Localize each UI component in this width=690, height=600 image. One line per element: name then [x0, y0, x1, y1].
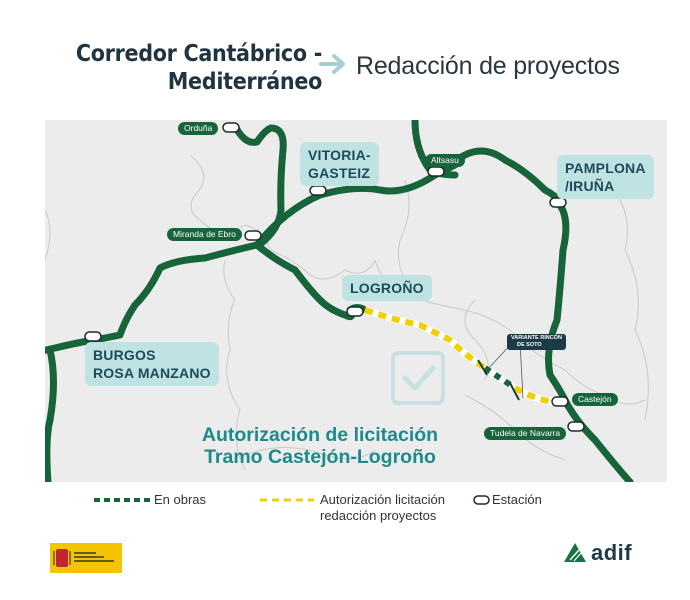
legend-estacion: Estación	[472, 492, 542, 508]
station-orduna[interactable]: Orduña	[178, 122, 219, 135]
tender-authorization-caption: Autorización de licitación Tramo Castejó…	[201, 424, 439, 468]
city-vitoria[interactable]: VITORIA- GASTEIZ	[300, 142, 379, 186]
variante-rincon-de-soto-label[interactable]: VARIANTE RINCÓN DE SOTO	[507, 334, 566, 350]
city-pamplona[interactable]: PAMPLONA /IRUÑA	[557, 155, 654, 199]
map-lines	[45, 120, 649, 482]
title-line-1: Corredor Cantábrico -	[75, 41, 322, 67]
legend-en-obras: En obras	[92, 492, 206, 508]
dashed-green-line-icon	[94, 498, 150, 502]
legend-autorizacion: Autorización licitación redacción proyec…	[258, 492, 445, 524]
station-markers	[84, 122, 585, 432]
railway-map: VITORIA- GASTEIZ PAMPLONA /IRUÑA LOGROÑO…	[45, 120, 667, 482]
station-icon	[473, 495, 490, 505]
title-line-2: Mediterráneo	[167, 69, 323, 95]
map-legend: En obras Autorización licitación redacci…	[0, 492, 690, 532]
station-altsasu[interactable]: Altsasu	[425, 154, 465, 167]
city-logrono[interactable]: LOGROÑO	[342, 275, 432, 301]
arrow-right-icon	[319, 54, 345, 74]
city-burgos[interactable]: BURGOS ROSA MANZANO	[85, 342, 219, 386]
station-castejon[interactable]: Castejón	[572, 393, 618, 406]
adif-logo: adif	[563, 540, 632, 566]
title-corridor: Corredor Cantábrico - Mediterráneo	[76, 40, 322, 96]
checkbox-check-icon	[391, 351, 445, 405]
station-tudela[interactable]: Tudela de Navarra	[484, 427, 567, 440]
ministerio-transportes-logo	[50, 543, 122, 573]
station-miranda[interactable]: Miranda de Ebro	[167, 228, 242, 241]
spain-coat-of-arms-icon	[53, 549, 114, 567]
adif-mountain-icon	[564, 543, 586, 562]
subtitle: Redacción de proyectos	[356, 52, 620, 80]
dashed-yellow-line-icon	[260, 498, 314, 502]
